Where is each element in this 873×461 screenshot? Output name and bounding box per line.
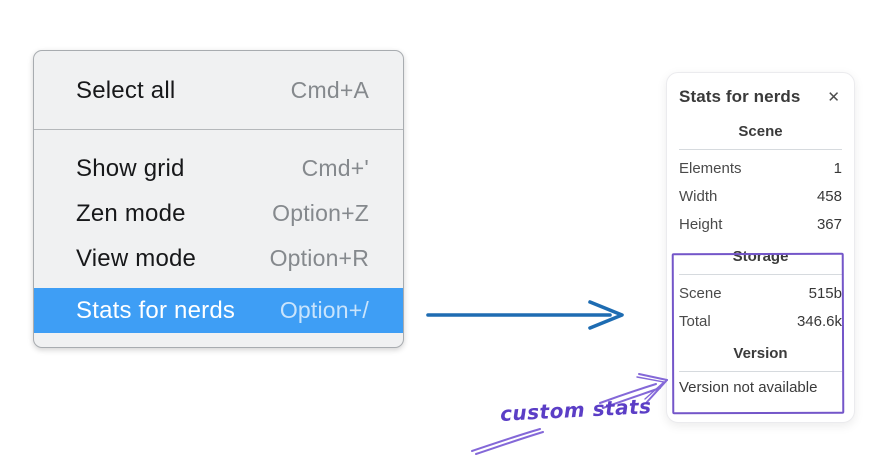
stats-panel-title: Stats for nerds	[679, 87, 801, 106]
menu-item-label: Stats for nerds	[76, 296, 236, 324]
stat-label: Elements	[679, 159, 742, 177]
version-note: Version not available	[679, 379, 818, 396]
menu-item-shortcut: Option+Z	[272, 200, 369, 226]
stat-label: Scene	[679, 284, 722, 302]
stat-row-scene-storage: Scene 515b	[679, 279, 842, 307]
menu-item-label: Zen mode	[76, 199, 186, 227]
stat-row-elements: Elements 1	[679, 154, 842, 182]
menu-item-shortcut: Cmd+A	[290, 77, 369, 103]
menu-item-shortcut: Option+R	[269, 245, 369, 271]
scene-rows: Elements 1 Width 458 Height 367	[679, 154, 842, 238]
menu-item-shortcut: Option+/	[279, 297, 369, 323]
menu-item-view-mode[interactable]: View mode Option+R	[34, 236, 403, 281]
section-underline	[679, 149, 842, 150]
scene-section-heading: Scene	[738, 123, 783, 140]
menu-item-label: Select all	[76, 76, 176, 104]
section-underline	[679, 274, 842, 275]
stats-panel-header: Stats for nerds ✕	[679, 87, 842, 107]
menu-item-shortcut: Cmd+'	[301, 155, 369, 181]
storage-section-heading: Storage	[732, 248, 789, 265]
stat-row-width: Width 458	[679, 182, 842, 210]
stat-label: Total	[679, 312, 711, 330]
menu-item-stats-for-nerds[interactable]: Stats for nerds Option+/	[34, 288, 403, 333]
version-section-heading: Version	[733, 345, 788, 362]
storage-rows: Scene 515b Total 346.6k	[679, 279, 842, 335]
stat-value: 346.6k	[796, 312, 842, 330]
stat-value: 367	[816, 215, 842, 233]
menu-divider	[34, 129, 403, 130]
menu-to-panel-arrow	[426, 300, 624, 330]
stats-panel: Stats for nerds ✕ Scene Elements 1 Width…	[666, 72, 855, 423]
menu-item-label: Show grid	[76, 154, 185, 182]
close-icon[interactable]: ✕	[827, 88, 840, 106]
menu-item-label: View mode	[76, 244, 197, 272]
section-underline	[679, 371, 842, 372]
menu-item-zen-mode[interactable]: Zen mode Option+Z	[34, 191, 403, 236]
context-menu: Select all Cmd+A Show grid Cmd+' Zen mod…	[33, 50, 404, 348]
menu-item-show-grid[interactable]: Show grid Cmd+'	[34, 146, 403, 191]
stat-row-total-storage: Total 346.6k	[679, 307, 842, 335]
stat-value: 1	[833, 159, 842, 177]
stat-row-height: Height 367	[679, 210, 842, 238]
stat-value: 515b	[808, 284, 842, 302]
annotation-label: custom stats	[499, 394, 653, 426]
stat-value: 458	[816, 187, 842, 205]
stat-label: Width	[679, 187, 718, 205]
stat-label: Height	[679, 215, 723, 233]
menu-item-select-all[interactable]: Select all Cmd+A	[34, 68, 403, 113]
